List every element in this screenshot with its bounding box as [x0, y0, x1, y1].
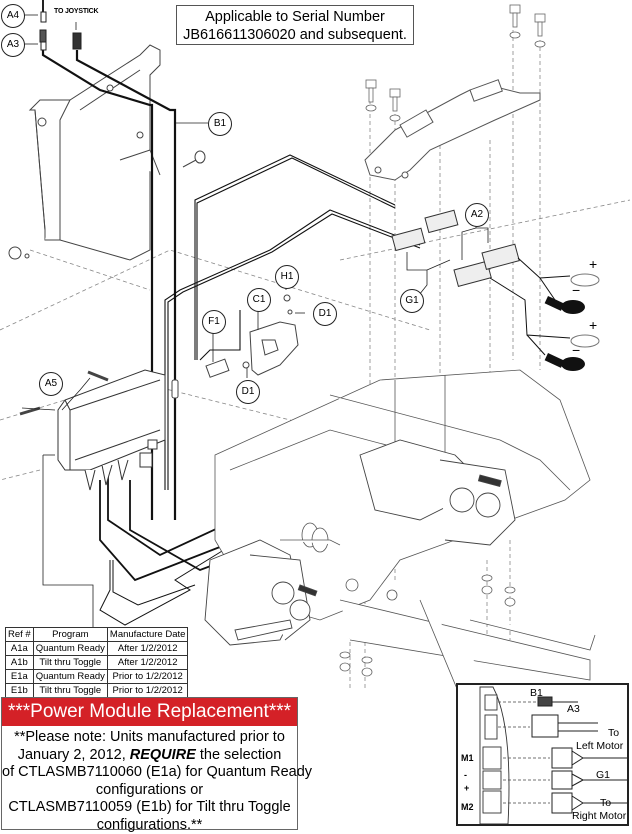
inset-label-to-left: To — [608, 727, 619, 739]
cell-date: Prior to 1/2/2012 — [107, 670, 188, 684]
notice-line-1: **Please note: Units manufactured prior … — [2, 729, 297, 747]
cell-ref: A1a — [6, 642, 34, 656]
notice-line-5: CTLASMB7110059 (E1b) for Tilt thru Toggl… — [2, 799, 297, 817]
notice-body: **Please note: Units manufactured prior … — [2, 726, 297, 834]
notice-title: ***Power Module Replacement*** — [2, 698, 297, 726]
callout-d1-bottom: D1 — [236, 380, 260, 404]
notice-line-2-post: the selection — [196, 747, 281, 763]
inset-label-to-right: To — [600, 797, 611, 809]
inline-fuse — [172, 380, 178, 398]
callout-d1-top: D1 — [313, 302, 337, 326]
inset-label-right-motor: Right Motor — [572, 810, 626, 822]
callout-c1: C1 — [247, 288, 271, 312]
notice-line-4: configurations or — [2, 782, 297, 800]
table-row: A1a Quantum Ready After 1/2/2012 — [6, 642, 188, 656]
header-ref: Ref # — [6, 628, 34, 642]
battery-minus-label-2: − — [572, 342, 580, 358]
notice-line-3: of CTLASMB7110060 (E1a) for Quantum Read… — [2, 764, 297, 782]
table-row: E1a Quantum Ready Prior to 1/2/2012 — [6, 670, 188, 684]
cell-ref: E1a — [6, 670, 34, 684]
callout-a2: A2 — [465, 203, 489, 227]
notice-line-6: configurations.** — [2, 817, 297, 834]
connector-detail-inset: B1 A3 To Left Motor G1 To Right Motor M1… — [456, 683, 629, 826]
header-program: Program — [33, 628, 107, 642]
inset-label-g1: G1 — [596, 769, 610, 781]
notice-require-emphasis: REQUIRE — [130, 747, 196, 763]
callout-f1: F1 — [202, 310, 226, 334]
serial-applicability-note: Applicable to Serial Number JB6166113060… — [176, 5, 414, 45]
callout-a3: A3 — [1, 33, 25, 57]
inset-tag-minus: - — [464, 770, 467, 780]
battery-plus-label-1: + — [589, 256, 597, 272]
inset-tag-plus: + — [464, 783, 469, 793]
cell-ref: E1b — [6, 684, 34, 698]
anderson-connectors — [392, 210, 519, 286]
table-header-row: Ref # Program Manufacture Date — [6, 628, 188, 642]
table-row: E1b Tilt thru Toggle Prior to 1/2/2012 — [6, 684, 188, 698]
inset-label-a3: A3 — [567, 703, 580, 715]
inset-tag-m2: M2 — [461, 802, 474, 812]
serial-line-2: JB616611306020 and subsequent. — [177, 26, 413, 44]
callout-g1: G1 — [400, 289, 424, 313]
battery-plus-label-2: + — [589, 317, 597, 333]
cell-program: Quantum Ready — [33, 642, 107, 656]
callout-a5: A5 — [39, 372, 63, 396]
cell-program: Tilt thru Toggle — [33, 656, 107, 670]
serial-line-1: Applicable to Serial Number — [177, 8, 413, 26]
callout-a4: A4 — [1, 4, 25, 28]
notice-line-2: January 2, 2012, REQUIRE the selection — [2, 747, 297, 765]
cell-date: After 1/2/2012 — [107, 642, 188, 656]
seat-shroud — [30, 45, 160, 260]
inset-label-b1: B1 — [530, 687, 543, 699]
program-reference-table: Ref # Program Manufacture Date A1a Quant… — [5, 627, 188, 698]
callout-b1: B1 — [208, 112, 232, 136]
to-joystick-label: TO JOYSTICK — [54, 8, 98, 15]
inset-label-left-motor: Left Motor — [576, 740, 623, 752]
cell-date: After 1/2/2012 — [107, 656, 188, 670]
cell-ref: A1b — [6, 656, 34, 670]
inset-tag-m1: M1 — [461, 753, 474, 763]
power-module-replacement-notice: ***Power Module Replacement*** **Please … — [1, 697, 298, 830]
cell-program: Tilt thru Toggle — [33, 684, 107, 698]
power-module — [58, 370, 165, 490]
battery-minus-label-1: − — [572, 282, 580, 298]
notice-line-2-pre: January 2, 2012, — [18, 747, 130, 763]
header-manufacture-date: Manufacture Date — [107, 628, 188, 642]
cell-program: Quantum Ready — [33, 670, 107, 684]
cell-date: Prior to 1/2/2012 — [107, 684, 188, 698]
table-row: A1b Tilt thru Toggle After 1/2/2012 — [6, 656, 188, 670]
callout-h1: H1 — [275, 265, 299, 289]
